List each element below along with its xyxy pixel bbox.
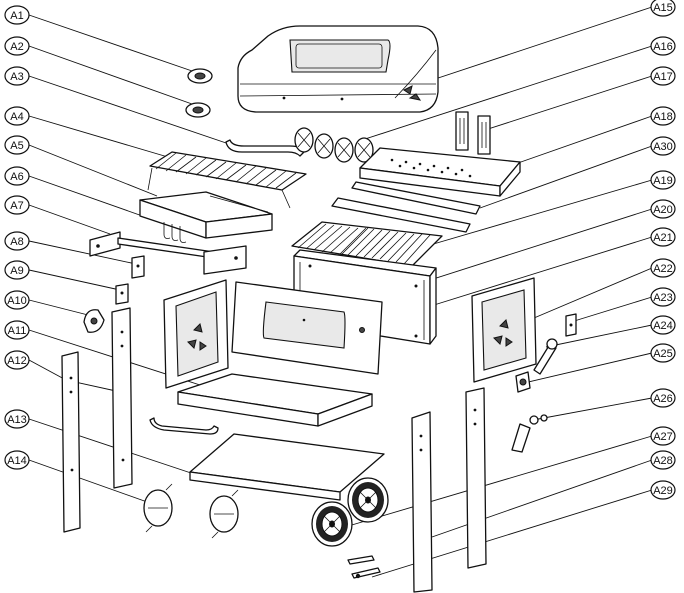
ring-part-a2 bbox=[185, 102, 211, 118]
callout-text: A5 bbox=[10, 140, 23, 152]
callout-text: A18 bbox=[653, 111, 673, 123]
callout-text: A23 bbox=[653, 292, 673, 304]
callout-a20: A20 bbox=[650, 199, 676, 219]
callout-a29: A29 bbox=[650, 480, 676, 500]
lower-shelf-part bbox=[189, 433, 385, 501]
callout-text: A6 bbox=[10, 171, 23, 183]
callout-text: A1 bbox=[10, 10, 23, 22]
callout-a12: A12 bbox=[4, 350, 30, 370]
right-legs-part bbox=[411, 387, 487, 593]
callout-a11: A11 bbox=[4, 320, 30, 340]
callout-a7: A7 bbox=[4, 195, 30, 215]
callout-a13: A13 bbox=[4, 409, 30, 429]
callout-text: A4 bbox=[10, 111, 23, 123]
lid-part bbox=[237, 25, 439, 113]
callout-a28: A28 bbox=[650, 450, 676, 470]
callout-a18: A18 bbox=[650, 106, 676, 126]
callout-a3: A3 bbox=[4, 66, 30, 86]
hook-set-part bbox=[163, 222, 187, 243]
callout-a9: A9 bbox=[4, 260, 30, 280]
front-panel-part bbox=[231, 281, 383, 375]
callout-text: A21 bbox=[653, 232, 673, 244]
callout-a22: A22 bbox=[650, 258, 676, 278]
shelf-rail-part bbox=[89, 231, 247, 275]
left-side-panel-part bbox=[163, 279, 229, 389]
callout-a8: A8 bbox=[4, 231, 30, 251]
wheel-part bbox=[311, 477, 389, 547]
callout-a23: A23 bbox=[650, 287, 676, 307]
axle-bolt-part bbox=[347, 555, 381, 579]
callout-a1: A1 bbox=[4, 5, 30, 25]
charcoal-tray-part bbox=[359, 147, 521, 197]
callout-text: A26 bbox=[653, 393, 673, 405]
callout-text: A14 bbox=[7, 455, 27, 467]
callout-a26: A26 bbox=[650, 388, 676, 408]
callout-a15: A15 bbox=[650, 0, 676, 17]
knob-set-part bbox=[294, 127, 374, 163]
callout-text: A16 bbox=[653, 41, 673, 53]
callout-text: A10 bbox=[7, 295, 27, 307]
callout-text: A17 bbox=[653, 71, 673, 83]
callout-a16: A16 bbox=[650, 36, 676, 56]
callout-a14: A14 bbox=[4, 450, 30, 470]
callout-text: A9 bbox=[10, 265, 23, 277]
callout-text: A2 bbox=[10, 41, 23, 53]
small-bracket-a9 bbox=[115, 283, 129, 305]
callout-text: A8 bbox=[10, 236, 23, 248]
leg-cap-part bbox=[143, 483, 239, 539]
callout-text: A15 bbox=[653, 2, 673, 14]
cart-handle-part bbox=[149, 417, 219, 435]
callout-text: A12 bbox=[7, 355, 27, 367]
callout-text: A27 bbox=[653, 431, 673, 443]
callout-a6: A6 bbox=[4, 166, 30, 186]
callout-a27: A27 bbox=[650, 426, 676, 446]
callout-text: A19 bbox=[653, 175, 673, 187]
callout-a4: A4 bbox=[4, 106, 30, 126]
callout-a17: A17 bbox=[650, 66, 676, 86]
callout-text: A22 bbox=[653, 263, 673, 275]
callout-text: A25 bbox=[653, 348, 673, 360]
regulator-hose-part bbox=[533, 338, 558, 375]
callout-text: A7 bbox=[10, 200, 23, 212]
bottom-tray-part bbox=[177, 373, 373, 427]
callout-a30: A30 bbox=[650, 136, 676, 156]
right-side-panel-part bbox=[471, 277, 537, 383]
callout-text: A11 bbox=[8, 325, 27, 337]
left-legs-part bbox=[61, 307, 133, 533]
lid-handle-part bbox=[225, 139, 305, 157]
callout-a10: A10 bbox=[4, 290, 30, 310]
side-shelf-part bbox=[139, 191, 273, 239]
flame-shield-part bbox=[331, 181, 481, 233]
callout-text: A13 bbox=[7, 414, 27, 426]
small-bracket-a8 bbox=[131, 255, 145, 279]
callout-text: A30 bbox=[653, 141, 673, 153]
callout-text: A24 bbox=[653, 320, 673, 332]
callout-a21: A21 bbox=[650, 227, 676, 247]
callout-text: A3 bbox=[10, 71, 23, 83]
igniter-part bbox=[515, 371, 531, 393]
gas-fitting-part bbox=[511, 414, 548, 453]
bottle-opener-part bbox=[83, 309, 105, 333]
callout-a25: A25 bbox=[650, 343, 676, 363]
side-clip-part bbox=[565, 313, 577, 337]
callout-a2: A2 bbox=[4, 36, 30, 56]
bracket-pair-part bbox=[455, 111, 491, 155]
warming-rack-part bbox=[147, 151, 307, 209]
callout-a5: A5 bbox=[4, 135, 30, 155]
ring-part-a1 bbox=[187, 68, 213, 84]
callout-a19: A19 bbox=[650, 170, 676, 190]
callout-text: A28 bbox=[653, 455, 673, 467]
callout-text: A29 bbox=[653, 485, 673, 497]
callout-a24: A24 bbox=[650, 315, 676, 335]
callout-text: A20 bbox=[653, 204, 673, 216]
